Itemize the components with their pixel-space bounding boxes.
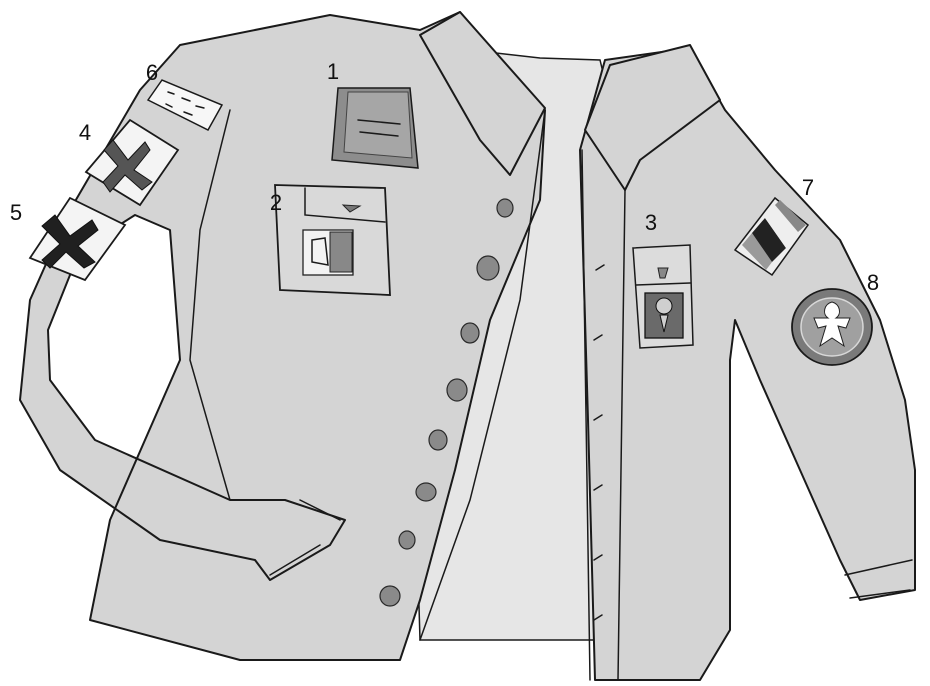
callout-number-5: 5 (10, 202, 22, 224)
callout-number-4: 4 (79, 122, 91, 144)
book-badge (332, 88, 418, 168)
shirt-button (399, 531, 415, 549)
emblem-badge (633, 245, 693, 348)
callout-number-1: 1 (327, 61, 339, 83)
callout-number-7: 7 (802, 177, 814, 199)
shirt-button (477, 256, 499, 280)
shirt-button (447, 379, 467, 401)
shirt-button (461, 323, 479, 343)
callout-number-3: 3 (645, 212, 657, 234)
callout-number-8: 8 (867, 272, 879, 294)
shirt-button (416, 483, 436, 501)
round-emblem-patch (792, 289, 872, 365)
shirt-button (429, 430, 447, 450)
callout-number-2: 2 (270, 192, 282, 214)
shirt-button (497, 199, 513, 217)
shirt-button (380, 586, 400, 606)
callout-number-6: 6 (146, 62, 158, 84)
pocket-badge (275, 185, 390, 295)
